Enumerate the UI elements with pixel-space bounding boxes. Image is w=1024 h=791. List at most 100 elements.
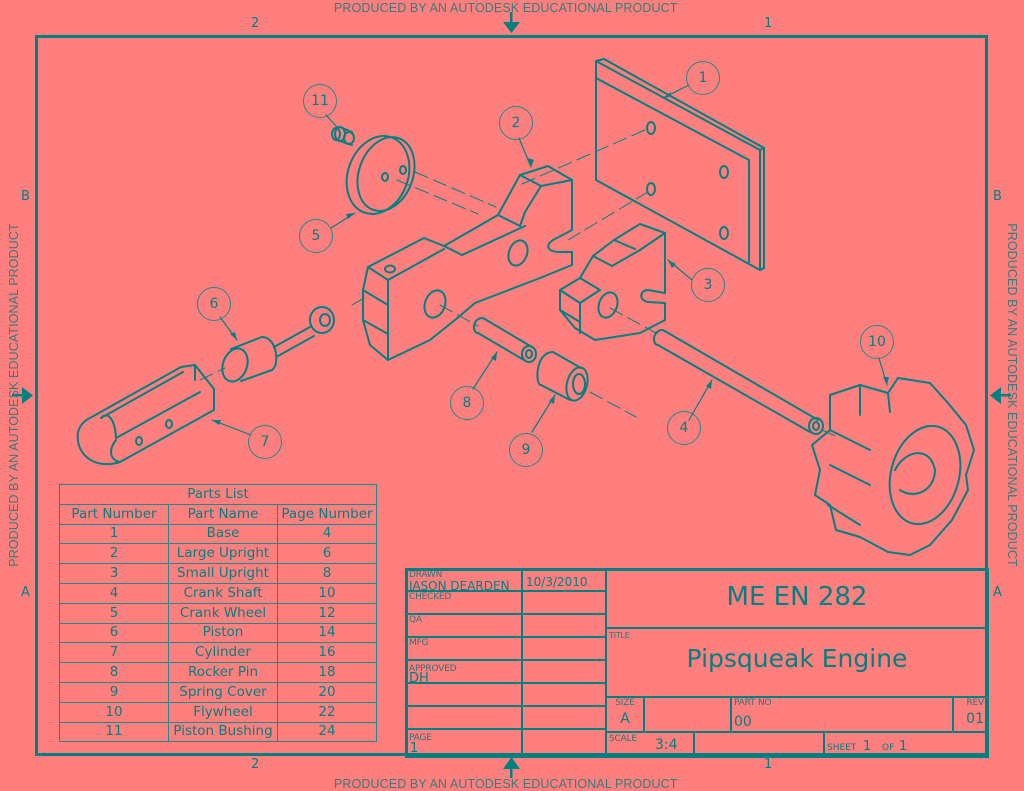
part-number-cell: 7: [59, 642, 169, 664]
qa-date-cell: [521, 613, 607, 638]
of-value: 1: [899, 739, 908, 754]
size-value: A: [620, 711, 630, 727]
zone-column-2-bottom: 2: [251, 757, 260, 772]
sheet-value: 1: [863, 739, 872, 754]
watermark-bottom: PRODUCED BY AN AUTODESK EDUCATIONAL PROD…: [334, 777, 678, 791]
center-mark-top: [503, 12, 520, 33]
rev-cell: REV 01: [952, 696, 989, 733]
balloon-5: 5: [299, 219, 333, 253]
part-number-cell: 3: [59, 563, 169, 584]
balloon-2: 2: [499, 106, 533, 140]
alignment-lines: [199, 129, 841, 439]
size-cell: SIZE A: [605, 696, 645, 733]
page-number-cell: 8: [277, 563, 377, 584]
part-number-cell: 5: [59, 602, 169, 624]
page-number-cell: 20: [277, 681, 377, 703]
part-name-cell: Large Upright: [168, 543, 278, 565]
of-label: OF: [882, 743, 895, 753]
part-name-cell: Crank Shaft: [168, 582, 278, 604]
mfg-label: MFG: [409, 638, 429, 648]
part-name-cell: Cylinder: [168, 642, 278, 664]
blank-cell-1: [405, 682, 523, 707]
part-piston-drawing: [221, 306, 335, 383]
drawn-date-cell: 10/3/2010: [521, 568, 607, 592]
title-cell: TITLE Pipsqueak Engine: [605, 627, 989, 698]
part-number-cell: 11: [59, 721, 169, 743]
drawing-title: Pipsqueak Engine: [686, 644, 908, 673]
balloon-4: 4: [667, 411, 701, 445]
blank-cell-4: [521, 705, 607, 730]
part-number-cell: 6: [59, 622, 169, 644]
course-code: ME EN 282: [726, 582, 868, 612]
scale-cell: SCALE 3:4: [605, 731, 695, 758]
parts-list-title: Parts List: [59, 484, 377, 505]
course-cell: ME EN 282: [605, 568, 989, 629]
balloon-9: 9: [509, 433, 543, 467]
page-number-cell: 18: [277, 662, 377, 683]
center-mark-left: [12, 387, 33, 404]
parts-list-header-row: Part Number Part Name Page Number: [59, 503, 377, 525]
zone-column-2-top: 2: [251, 16, 260, 31]
part-name-cell: Crank Wheel: [168, 602, 278, 624]
checked-cell: CHECKED: [405, 590, 523, 615]
part-crank-shaft-drawing: [653, 329, 824, 435]
balloon-1: 1: [686, 61, 720, 95]
zone-row-b-left: B: [21, 189, 30, 204]
part-no-cell: PART NO 00: [730, 696, 954, 733]
part-small-upright-drawing: [559, 223, 666, 341]
page-number-cell: 14: [277, 622, 377, 644]
drawn-date-value: 10/3/2010: [526, 575, 588, 589]
page-number-cell: 12: [277, 602, 377, 624]
balloon-leaders: [211, 84, 888, 436]
balloon-11: 11: [303, 84, 337, 118]
part-number-cell: 10: [59, 701, 169, 723]
drawn-cell: DRAWN JASON DEARDEN: [405, 568, 523, 593]
rev-value: 01: [966, 711, 984, 727]
sheet-label: SHEET: [827, 743, 857, 753]
size-label: SIZE: [615, 698, 635, 708]
page-label: PAGE: [409, 733, 432, 743]
rev-label: REV: [966, 698, 985, 708]
sheet-cell: SHEET 1 OF 1: [823, 731, 989, 758]
center-mark-bottom: [503, 757, 520, 778]
center-mark-right: [990, 387, 1011, 404]
page-number-cell: 4: [277, 523, 377, 545]
page-number-cell: 16: [277, 642, 377, 664]
scale-label: SCALE: [609, 734, 637, 744]
checked-date-cell: [521, 590, 607, 615]
page-number-cell: 6: [277, 543, 377, 565]
balloon-10: 10: [860, 325, 894, 359]
title-label: TITLE: [609, 631, 630, 640]
part-spring-cover-drawing: [536, 351, 589, 402]
part-no-label: PART NO: [734, 698, 772, 708]
balloon-7: 7: [248, 425, 282, 459]
approved-label: APPROVED: [409, 664, 457, 674]
balloon-leader-arrowheads: [212, 92, 889, 425]
zone-row-a-left: A: [21, 585, 30, 600]
part-number-cell: 2: [59, 543, 169, 565]
part-number-cell: 9: [59, 681, 169, 703]
part-name-cell: Piston Bushing: [168, 721, 278, 743]
part-rocker-pin-drawing: [473, 317, 537, 363]
blank-cell-2: [521, 682, 607, 707]
drawn-by-value: JASON DEARDEN: [409, 579, 510, 593]
approved-cell: APPROVED DH: [405, 659, 523, 686]
header-page-number: Page Number: [277, 503, 377, 525]
page-cell: PAGE 1: [405, 728, 523, 758]
checked-label: CHECKED: [409, 592, 452, 602]
zone-column-1-top: 1: [764, 16, 773, 31]
part-name-cell: Small Upright: [168, 563, 278, 584]
part-name-cell: Flywheel: [168, 701, 278, 723]
mfg-date-cell: [521, 636, 607, 661]
part-piston-bushing-drawing: [331, 126, 355, 146]
zone-row-a-right: A: [993, 585, 1002, 600]
approved-date-cell: [521, 659, 607, 684]
part-base-drawing: [595, 58, 765, 271]
